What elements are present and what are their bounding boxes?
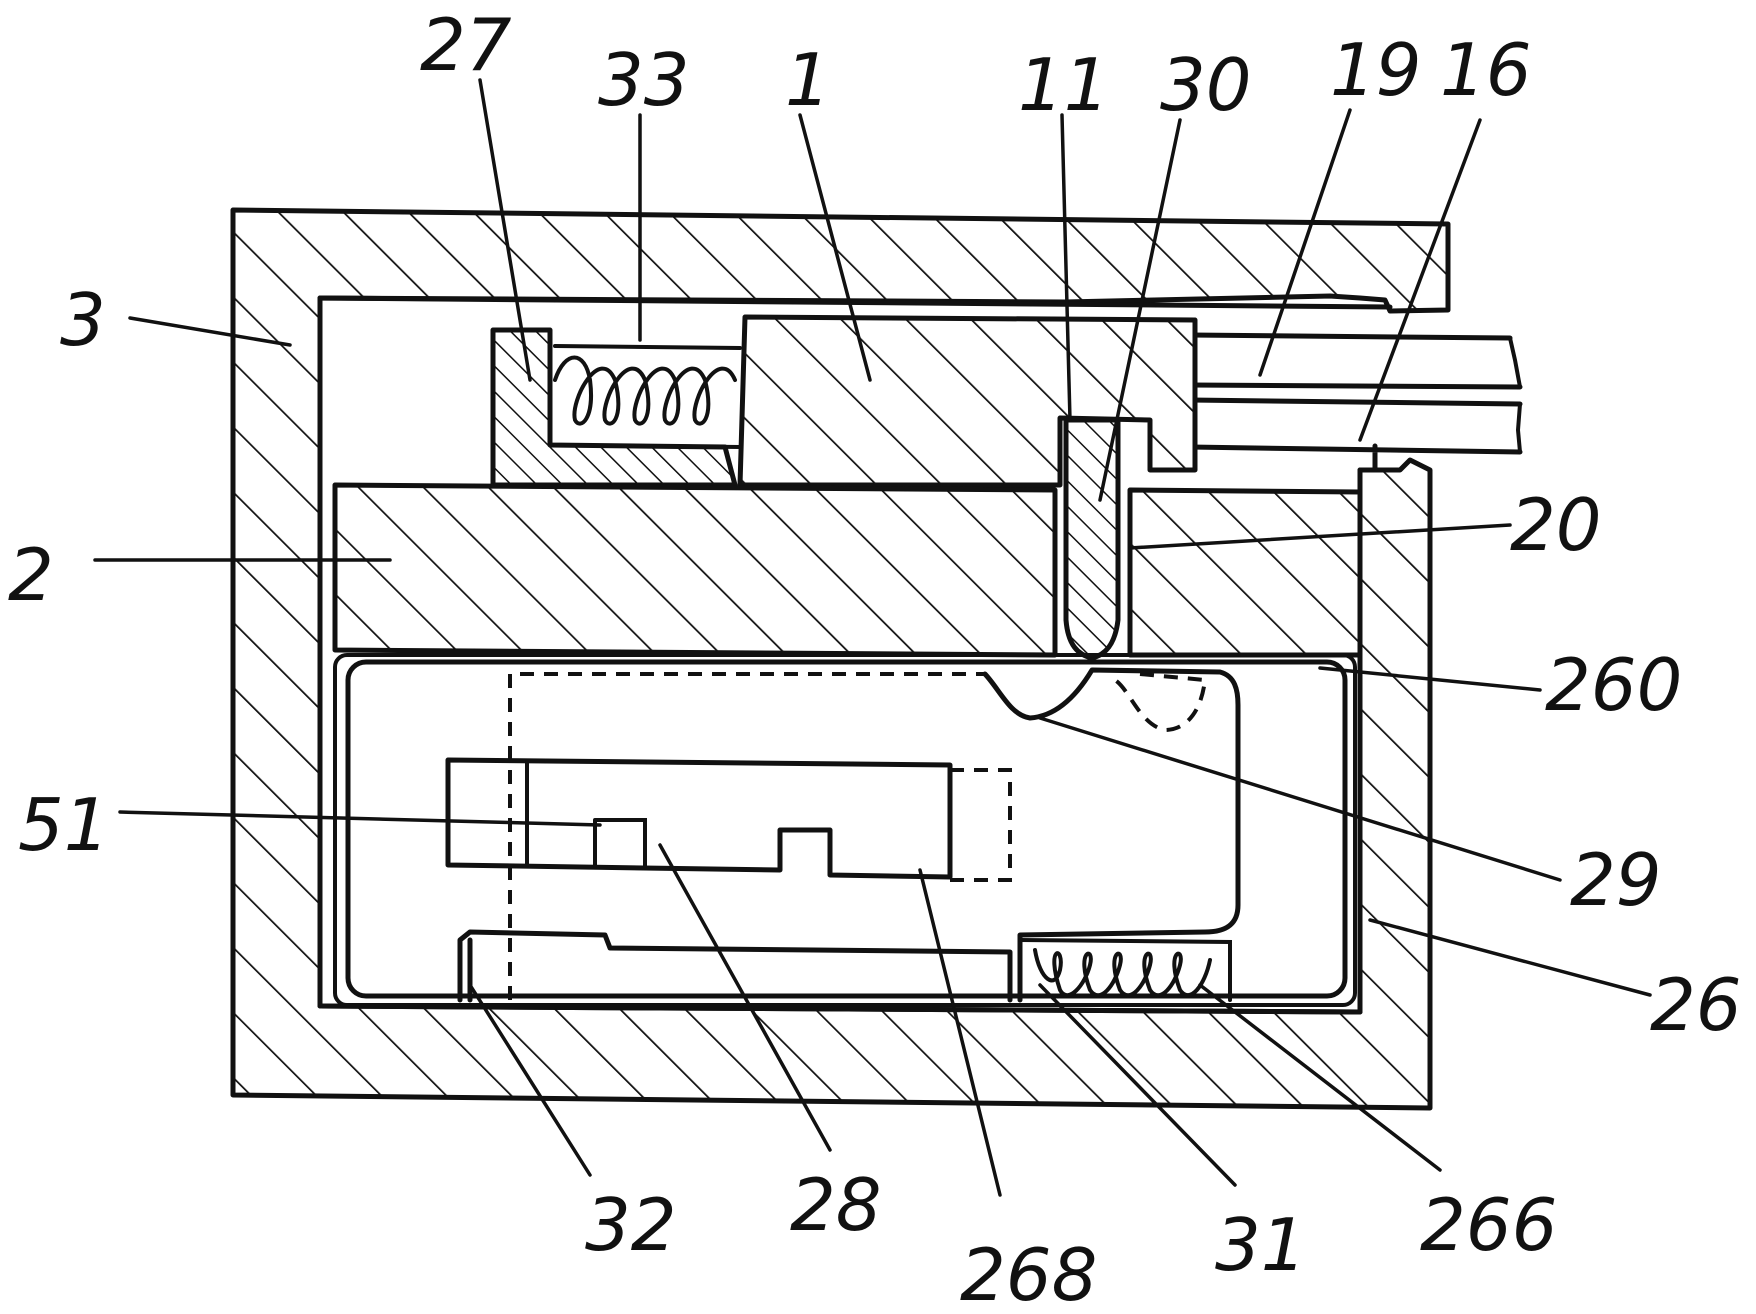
latch-body-26	[982, 667, 1241, 1003]
label-2: 2	[8, 533, 54, 617]
label-16: 16	[1440, 28, 1532, 112]
label-51: 51	[18, 783, 110, 867]
label-27: 27	[420, 3, 512, 87]
plate-2	[332, 482, 1058, 658]
label-26: 26	[1650, 963, 1742, 1047]
label-3: 3	[60, 278, 106, 362]
label-1: 1	[785, 38, 831, 122]
leader-lines	[93, 78, 1652, 1197]
label-33: 33	[598, 38, 690, 122]
label-268: 268	[960, 1233, 1097, 1314]
label-30: 30	[1160, 43, 1252, 127]
spring-266	[1018, 938, 1232, 1002]
label-19: 19	[1330, 28, 1422, 112]
label-32: 32	[585, 1183, 677, 1267]
label-31: 31	[1215, 1203, 1307, 1287]
label-11: 11	[1018, 43, 1110, 127]
label-266: 266	[1420, 1183, 1557, 1267]
slider-block-1	[737, 314, 1198, 488]
key-slot-dash	[950, 768, 1012, 882]
frame-260	[345, 659, 1348, 999]
plate-2-right	[1127, 487, 1363, 658]
label-20: 20	[1510, 483, 1602, 567]
key-slot-inner	[525, 760, 647, 868]
label-28: 28	[790, 1163, 882, 1247]
rod-16	[1187, 397, 1523, 473]
label-29: 29	[1570, 838, 1662, 922]
rod-19	[1187, 332, 1523, 390]
label-260: 260	[1545, 643, 1682, 727]
rod-ends	[1508, 336, 1522, 454]
frame-260-outer	[333, 653, 1357, 1007]
spring-33	[553, 344, 742, 449]
dashed-outline-26	[508, 672, 1208, 1000]
bottom-profile-32	[457, 929, 1013, 1003]
bracket-27	[490, 327, 738, 488]
key-slot-51	[445, 757, 953, 880]
